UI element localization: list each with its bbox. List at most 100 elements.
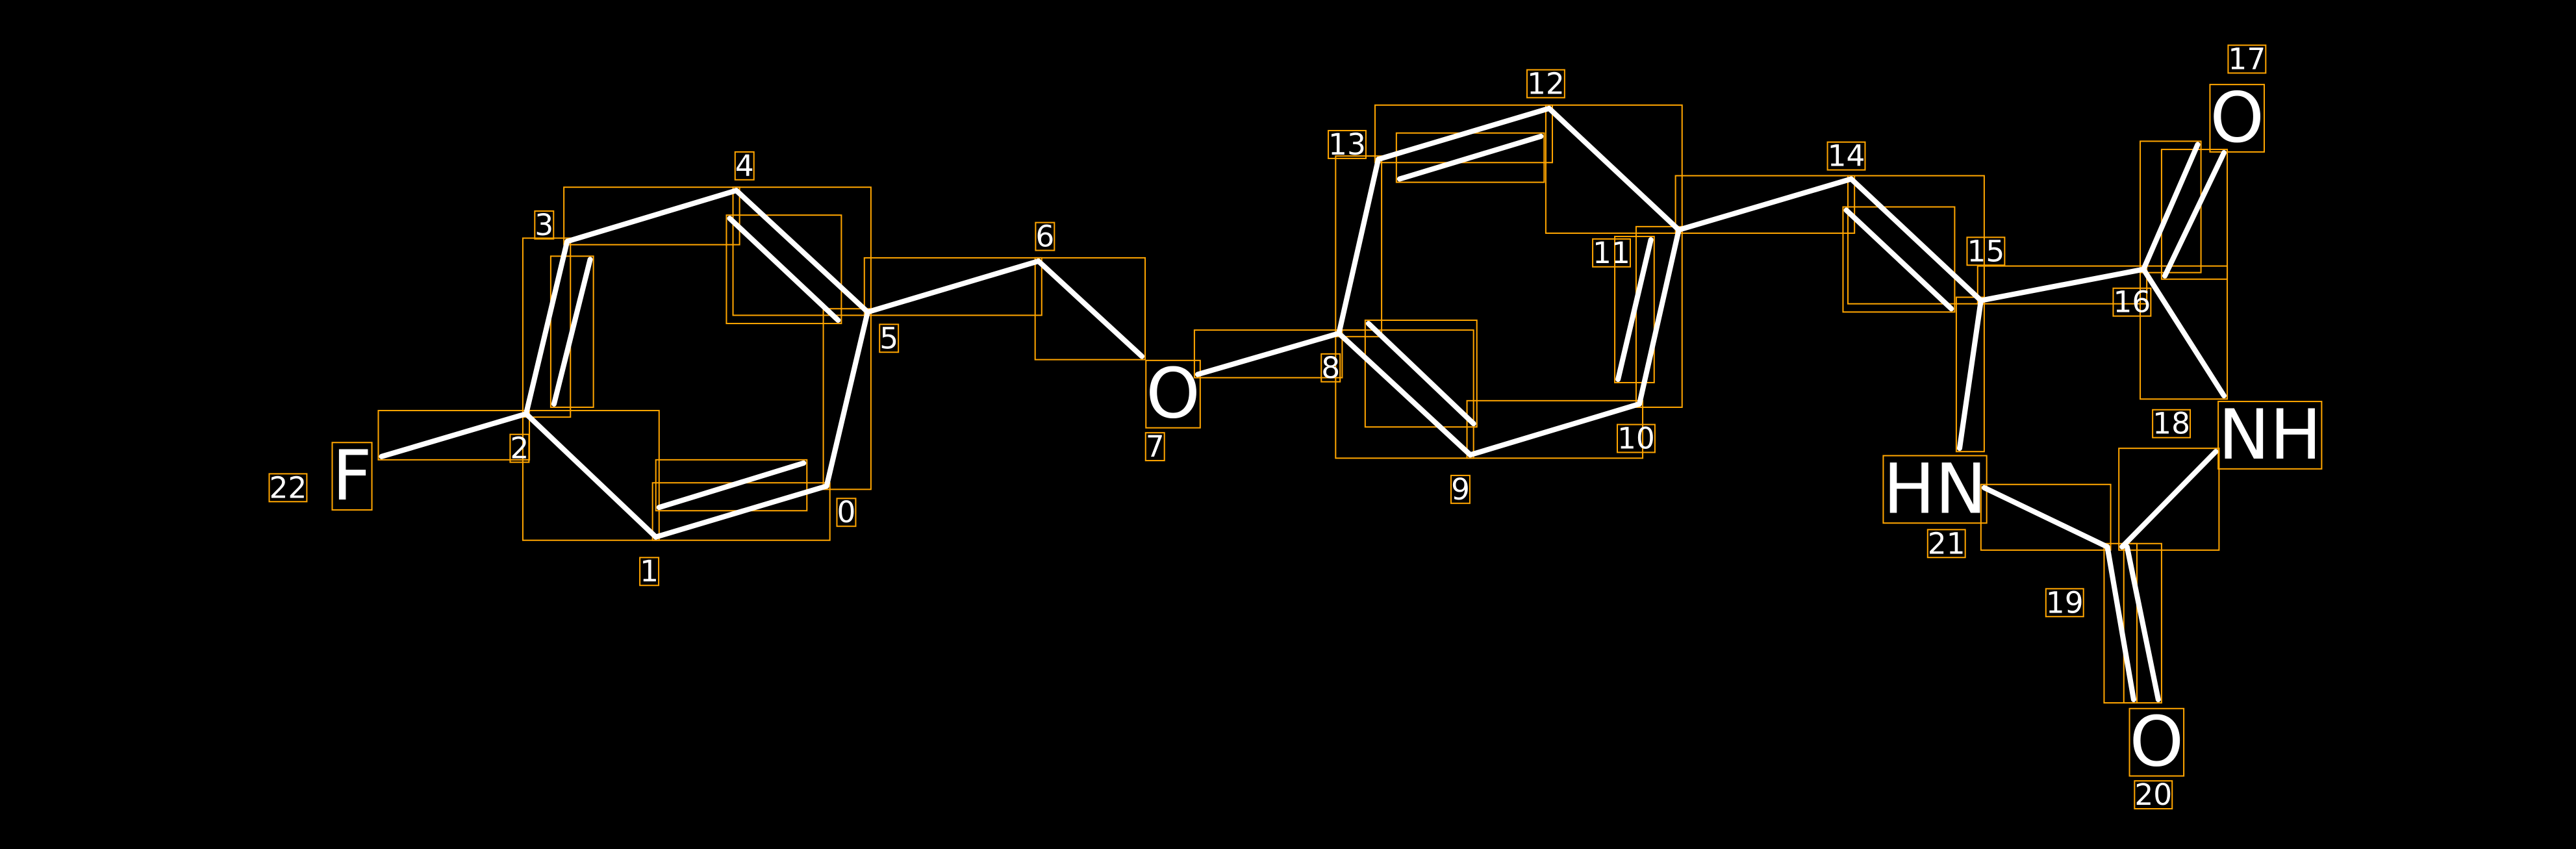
atom-index-9: 9 (1451, 472, 1470, 507)
bond-bounding-box (2140, 140, 2202, 273)
atom-label-box (2209, 84, 2266, 153)
atom-index-box (534, 210, 555, 240)
atom-labels: O O NH O HN F (332, 78, 2321, 783)
bond-line (865, 258, 1041, 315)
bond-bounding-box (522, 410, 660, 541)
bond-line (733, 188, 870, 315)
atom-index-box (1926, 529, 1966, 559)
atom-index-box (2227, 44, 2267, 74)
bond-bounding-box (563, 186, 740, 246)
bond-line (2104, 544, 2136, 702)
bond-bounding-box (1847, 175, 1985, 305)
atom-index-box (1592, 238, 1631, 268)
atom-index-box (1320, 353, 1341, 383)
atom-index-21: 21 (1928, 526, 1965, 561)
atom-index-box (734, 151, 755, 181)
bond-bounding-box (549, 255, 594, 408)
bond-line (2141, 266, 2227, 399)
bond-line (564, 188, 739, 244)
bond-bounding-box (655, 459, 808, 512)
atom-index-box (639, 557, 660, 587)
bond-line (551, 257, 593, 407)
bond-bounding-box (1842, 206, 1956, 313)
bond-bounding-box (726, 214, 842, 325)
atom-index-box (2152, 409, 2191, 438)
atom-index-box (1966, 236, 2006, 266)
atom-index-box (1826, 141, 1866, 171)
bond-line (1336, 157, 1382, 336)
bond-line (1194, 331, 1342, 377)
atom-index-18: 18 (2153, 407, 2190, 441)
bond-line (1546, 105, 1682, 233)
bond-line (2119, 449, 2219, 550)
atom-label-box (2128, 707, 2185, 777)
atom-index-8: 8 (1321, 351, 1340, 385)
bond-line (727, 216, 841, 323)
atom-index-box (1144, 432, 1165, 462)
bond-line (824, 309, 870, 489)
bond-line (2162, 150, 2227, 279)
atom-index-3: 3 (535, 208, 553, 242)
atom-22-fluorine: F (332, 436, 372, 516)
atom-index-box (2112, 287, 2152, 317)
bond-bounding-box (1674, 175, 1856, 234)
atom-index-7: 7 (1146, 429, 1165, 464)
bond-bounding-box (2103, 542, 2138, 704)
bond-bounding-box (1335, 329, 1474, 459)
atom-index-box (836, 498, 857, 527)
atom-20-oxygen: O (2130, 702, 2184, 783)
bond-bounding-box (822, 308, 872, 490)
annotation-boxes (268, 44, 2323, 810)
atom-label-box (2217, 401, 2323, 470)
atom-index-box (268, 473, 308, 503)
atom-label-box (1145, 359, 1201, 429)
bond-bounding-box (1614, 236, 1655, 384)
bond-line (1978, 266, 2147, 303)
bond-bounding-box (1335, 155, 1383, 338)
atom-index-box (1526, 69, 1565, 99)
bond-line (2141, 142, 2201, 272)
atom-7-oxygen: O (1146, 354, 1200, 435)
bonds (379, 105, 2227, 702)
bond-line (1035, 258, 1145, 359)
bond-line (1615, 237, 1654, 383)
bond-line (1981, 485, 2110, 550)
atom-17-oxygen: O (2210, 78, 2264, 158)
bond-bounding-box (1034, 257, 1146, 361)
bond-bounding-box (1364, 319, 1478, 428)
bond-line (1365, 320, 1476, 427)
atom-label-box (331, 442, 373, 511)
atom-index-19: 19 (2046, 585, 2084, 620)
atom-index-box (1616, 424, 1656, 453)
bond-line (523, 238, 570, 417)
atom-index-20: 20 (2134, 778, 2172, 812)
atom-index-0: 0 (837, 495, 855, 529)
bond-line (523, 411, 659, 540)
bond-line (1956, 298, 1984, 451)
bond-bounding-box (2118, 448, 2220, 551)
bond-line (656, 460, 807, 511)
bond-line (2124, 544, 2161, 702)
bond-bounding-box (1980, 483, 2112, 551)
atom-index-4: 4 (735, 149, 754, 183)
atom-21-hn: HN (1883, 449, 1986, 529)
bond-line (1843, 207, 1954, 312)
atom-index-6: 6 (1035, 220, 1054, 254)
bond-line (1336, 331, 1473, 458)
atom-index-1: 1 (640, 554, 659, 589)
bond-bounding-box (1955, 296, 1985, 453)
bond-line (1375, 105, 1552, 162)
bond-line (1467, 401, 1643, 458)
bond-bounding-box (1193, 329, 1343, 379)
atom-index-2: 2 (510, 431, 529, 466)
atom-index-box (2134, 780, 2173, 810)
atom-index-box (879, 323, 900, 353)
atom-index-16: 16 (2113, 285, 2151, 320)
bond-bounding-box (863, 257, 1042, 316)
atom-index-22: 22 (269, 470, 307, 505)
atom-index-box (1328, 130, 1367, 159)
bond-bounding-box (1374, 104, 1554, 164)
atom-index-5: 5 (879, 321, 898, 355)
